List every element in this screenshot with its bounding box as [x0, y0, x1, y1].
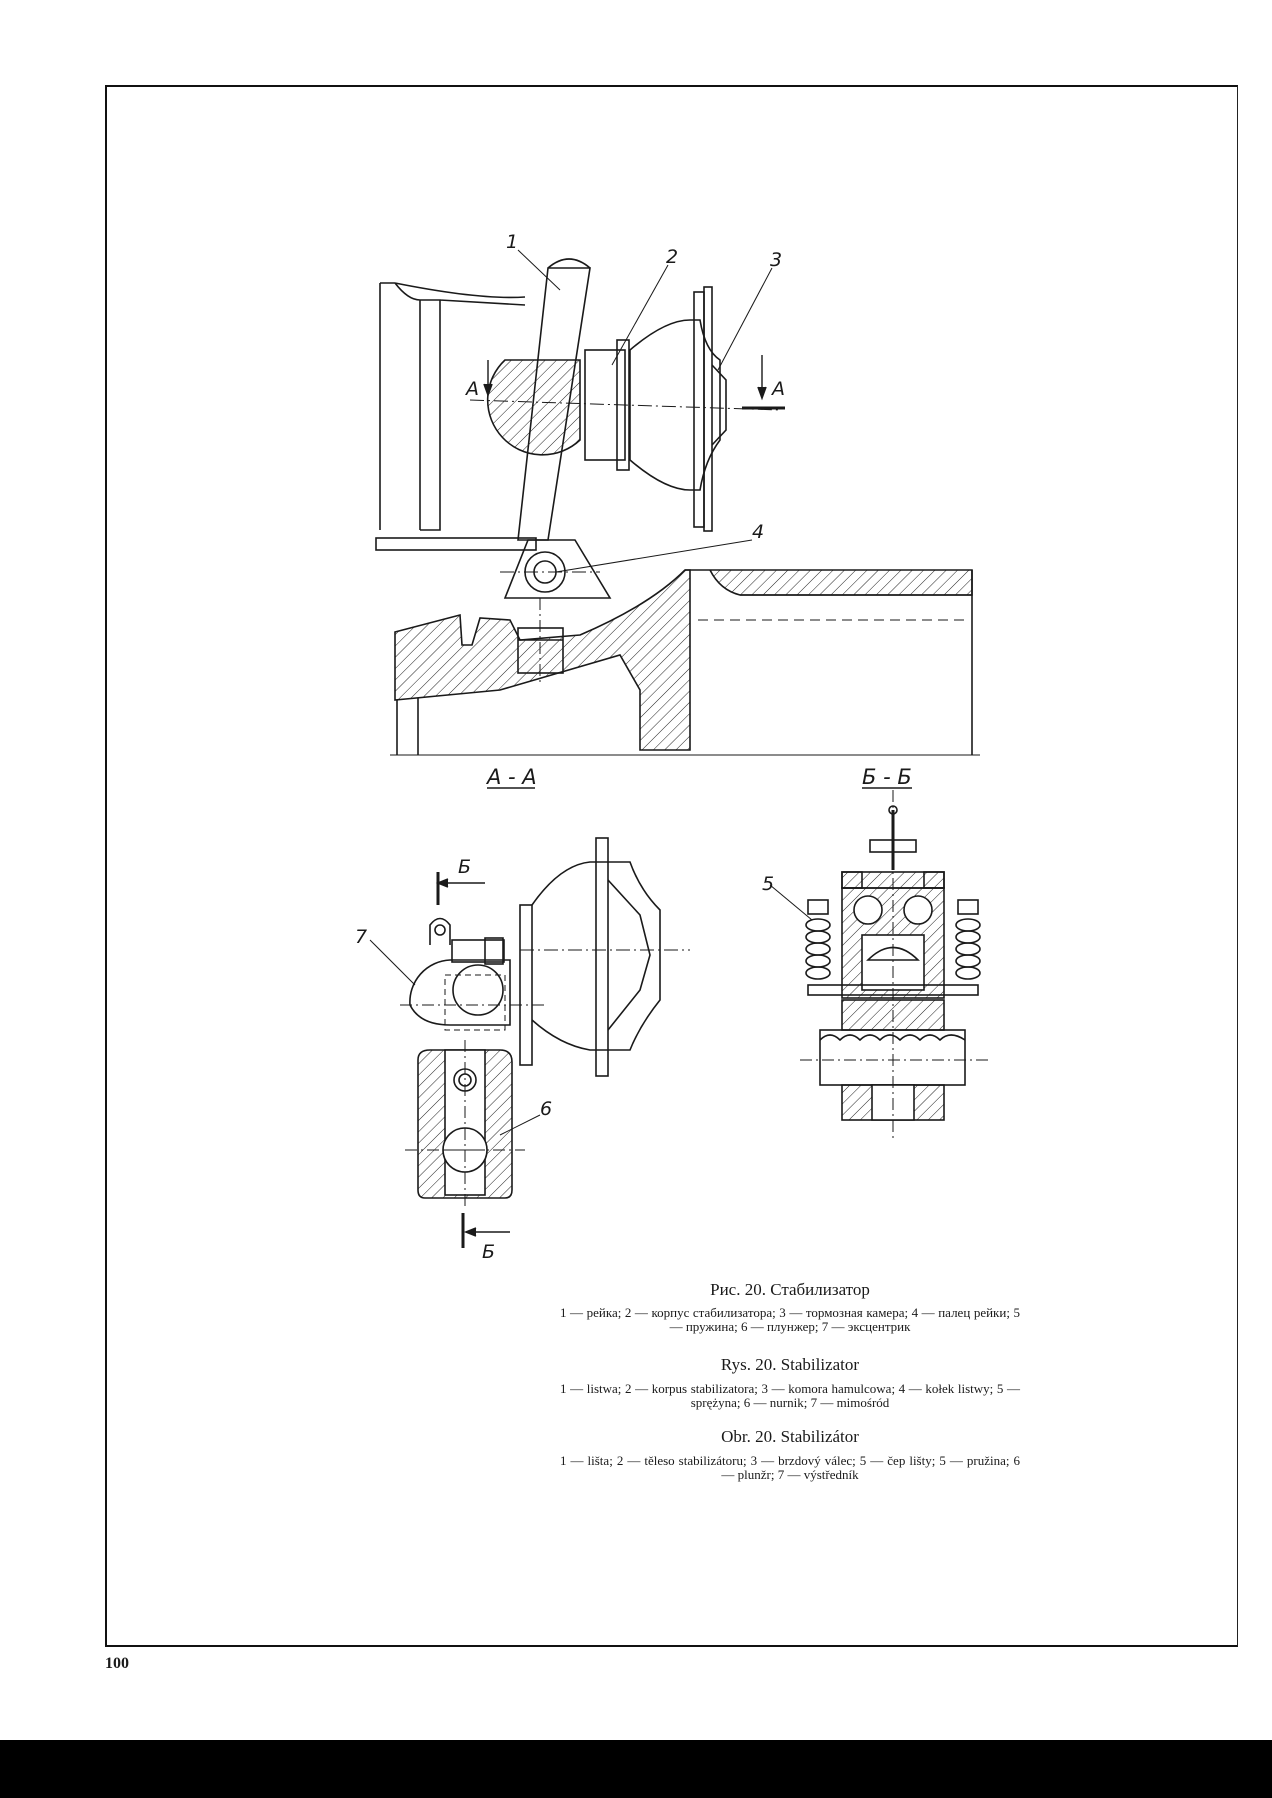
rack-pin — [524, 551, 566, 593]
label-3: 3 — [770, 249, 782, 271]
main-view — [375, 258, 980, 756]
shaft-section — [486, 359, 581, 456]
scan-bottom-band — [0, 1740, 1272, 1798]
caption-legend-cs: 1 — lišta; 2 — těleso stabilizátoru; 3 —… — [560, 1453, 1020, 1482]
brake-chamber — [629, 319, 721, 491]
caption-title-cs: Obr. 20. Stabilizátor — [721, 1427, 859, 1446]
label-7: 7 — [355, 926, 367, 948]
caption-legend-ru: 1 — рейка; 2 — корпус стабилизатора; 3 —… — [560, 1305, 1020, 1334]
label-6: 6 — [540, 1098, 552, 1120]
caption-title-ru: Рис. 20. Стабилизатор — [710, 1280, 870, 1299]
section-a-a — [400, 837, 690, 1248]
section-b-b — [800, 790, 990, 1140]
label-1: 1 — [506, 231, 518, 253]
section-mark-a-right: А — [770, 378, 785, 400]
technical-drawing: 1 2 3 4 А А А - А Б - Б Б Б 7 6 5 — [355, 231, 990, 1263]
leader-lines — [369, 249, 813, 1136]
beam-flange — [375, 537, 537, 551]
caption-title-pl: Rys. 20. Stabilizator — [720, 1355, 860, 1374]
section-mark-a-left: А — [464, 378, 479, 400]
stabilizer-body — [584, 349, 626, 461]
section-a-title: А - А — [485, 765, 537, 789]
page-frame — [105, 85, 1238, 1647]
section-mark-b-top: Б — [458, 856, 471, 878]
label-2: 2 — [666, 246, 678, 268]
base-casting — [394, 569, 691, 751]
spring-left — [805, 899, 831, 980]
label-5: 5 — [762, 873, 774, 895]
section-mark-b-bottom: Б — [482, 1241, 495, 1263]
label-4: 4 — [752, 521, 764, 543]
spring-right — [955, 899, 981, 980]
caption-legend-pl: 1 — listwa; 2 — korpus stabilizatora; 3 … — [560, 1381, 1020, 1410]
i-beam — [379, 282, 526, 531]
page-number: 100 — [105, 1655, 129, 1672]
eccentric — [409, 959, 511, 1026]
section-b-title: Б - Б — [862, 765, 912, 789]
